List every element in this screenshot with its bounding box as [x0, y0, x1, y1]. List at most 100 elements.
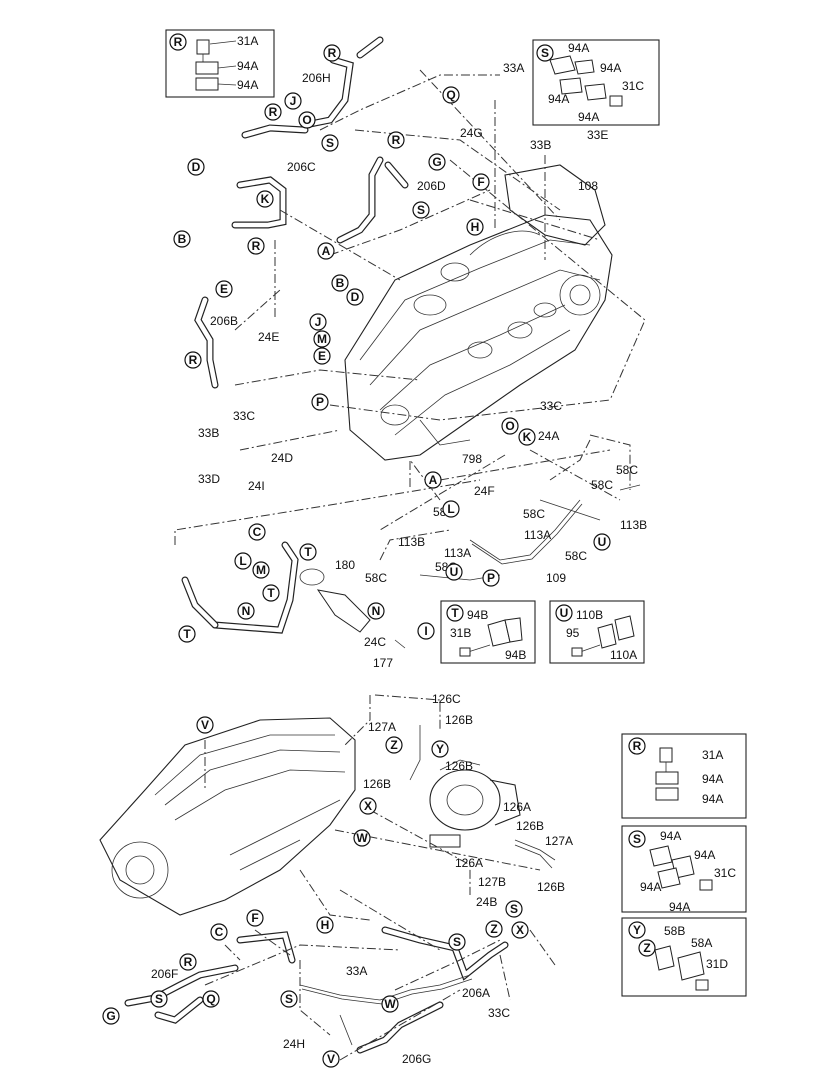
callout: R [247, 237, 265, 255]
svg-text:Z: Z [643, 941, 650, 955]
part-label: 33C [540, 399, 562, 413]
part-label: 31B [450, 626, 471, 640]
part-label: 110A [610, 648, 637, 662]
callout: N [367, 602, 385, 620]
callout: E [215, 280, 233, 298]
part-label: 33E [587, 128, 608, 142]
part-label: 206C [287, 160, 316, 174]
part-label: 94A [600, 61, 621, 75]
part-label: 126B [537, 880, 565, 894]
svg-text:P: P [316, 395, 324, 409]
svg-text:Q: Q [446, 88, 455, 102]
part-label: 126A [503, 800, 531, 814]
svg-text:C: C [215, 925, 224, 939]
callout: Q [442, 86, 460, 104]
callout: J [284, 92, 302, 110]
svg-text:H: H [321, 918, 330, 932]
part-label: 109 [546, 571, 566, 585]
svg-text:K: K [523, 430, 532, 444]
leaders-top [174, 69, 646, 561]
part-label: 127A [368, 720, 396, 734]
part-label: 24D [271, 451, 293, 465]
part-label: 33C [488, 1006, 510, 1020]
svg-text:S: S [541, 46, 549, 60]
svg-text:E: E [220, 282, 228, 296]
part-label: 24A [538, 429, 559, 443]
svg-text:T: T [267, 586, 275, 600]
part-label: 127B [478, 875, 506, 889]
callout: Y [628, 921, 646, 939]
part-label: 94B [505, 648, 526, 662]
svg-text:R: R [328, 46, 337, 60]
callout: O [298, 111, 316, 129]
callout: X [359, 797, 377, 815]
part-label: 58C [365, 571, 387, 585]
part-label: 94A [702, 792, 723, 806]
engine-block-bottom [99, 717, 521, 916]
part-label: 94A [237, 78, 258, 92]
part-label: 24G [460, 126, 483, 140]
part-label: 58C [565, 549, 587, 563]
part-label: 94A [694, 848, 715, 862]
svg-text:I: I [424, 624, 427, 638]
part-label: 113A [524, 528, 551, 542]
callout: W [353, 829, 371, 847]
part-label: 126B [445, 759, 473, 773]
svg-text:X: X [516, 923, 524, 937]
svg-text:F: F [251, 911, 258, 925]
callout: M [313, 330, 331, 348]
callout: S [412, 201, 430, 219]
callout: X [511, 921, 529, 939]
part-label: 33D [198, 472, 220, 486]
callout: W [381, 995, 399, 1013]
callout: L [234, 552, 252, 570]
svg-text:R: R [174, 35, 183, 49]
callout: S [448, 933, 466, 951]
svg-text:U: U [450, 565, 459, 579]
svg-text:E: E [318, 349, 326, 363]
callout: R [179, 953, 197, 971]
svg-text:G: G [432, 155, 441, 169]
svg-text:U: U [598, 535, 607, 549]
part-label: 58C [591, 478, 613, 492]
callout: S [628, 830, 646, 848]
svg-text:D: D [351, 290, 360, 304]
callout: T [446, 604, 464, 622]
callout: Y [431, 740, 449, 758]
callout: P [311, 393, 329, 411]
part-label: 180 [335, 558, 355, 572]
part-label: 94A [568, 41, 589, 55]
part-label: 94B [467, 608, 488, 622]
svg-text:Z: Z [390, 738, 397, 752]
callout: S [536, 44, 554, 62]
part-label: 24I [248, 479, 265, 493]
callout: U [593, 533, 611, 551]
svg-text:B: B [178, 232, 187, 246]
svg-text:R: R [252, 239, 261, 253]
part-label: 33B [530, 138, 551, 152]
part-label: 94A [237, 59, 258, 73]
callout: I [417, 622, 435, 640]
svg-text:P: P [487, 571, 495, 585]
part-label: 24B [476, 895, 497, 909]
svg-text:O: O [302, 113, 311, 127]
svg-text:R: R [392, 133, 401, 147]
callout: T [262, 584, 280, 602]
callout: G [428, 153, 446, 171]
callout: A [424, 471, 442, 489]
callout: V [322, 1050, 340, 1068]
callout: R [628, 737, 646, 755]
callout: C [210, 923, 228, 941]
part-label: 58B [664, 924, 685, 938]
part-label: 94A [669, 900, 690, 914]
part-label: 126B [516, 819, 544, 833]
svg-text:J: J [290, 94, 297, 108]
part-label: 31D [706, 957, 728, 971]
callout: E [313, 347, 331, 365]
part-label: 94A [548, 92, 569, 106]
callout: U [445, 563, 463, 581]
callout: C [248, 523, 266, 541]
callout: S [321, 134, 339, 152]
part-label: 113B [398, 535, 425, 549]
